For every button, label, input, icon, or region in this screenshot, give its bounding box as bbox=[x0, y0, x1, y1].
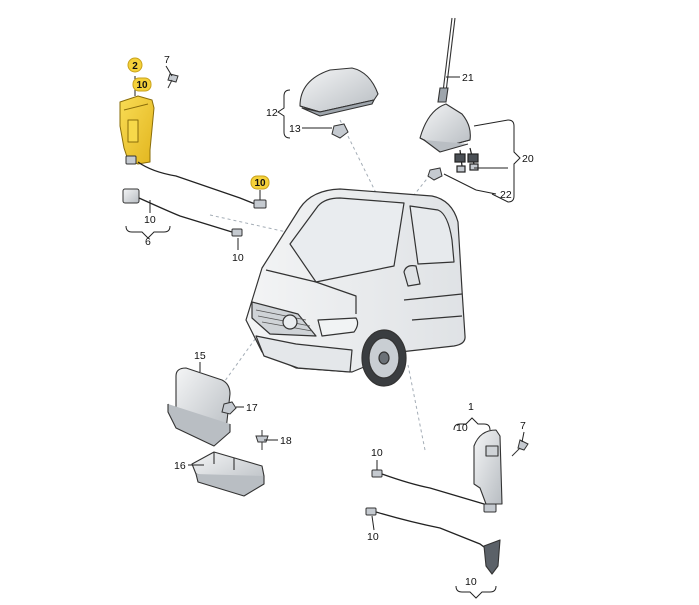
callout-lines bbox=[125, 65, 525, 599]
bracket-icon bbox=[119, 95, 155, 165]
callout-17: 17 bbox=[246, 402, 258, 414]
highlight-badge-10 bbox=[250, 175, 270, 190]
highlight-badge-2 bbox=[127, 57, 143, 73]
cable-icon bbox=[122, 188, 243, 237]
callout-labels: 2 10 7 10 10 6 10 12 13 21 20 22 15 17 1… bbox=[127, 54, 534, 588]
callout-10-cable6-end: 10 bbox=[232, 252, 244, 264]
callout-10-mid: 10 bbox=[254, 178, 266, 189]
connector-icon bbox=[365, 507, 377, 516]
callout-10-lower-a: 10 bbox=[371, 447, 383, 459]
connector-icon bbox=[483, 503, 497, 513]
cable-icon bbox=[375, 473, 493, 551]
callout-15: 15 bbox=[194, 350, 206, 362]
callout-22: 22 bbox=[500, 189, 512, 201]
bracket-icon bbox=[191, 451, 265, 497]
callout-18: 18 bbox=[280, 435, 292, 447]
cable-icon bbox=[454, 147, 479, 173]
amplifier-box-icon bbox=[167, 367, 231, 447]
nut-icon bbox=[331, 123, 349, 139]
screw-icon bbox=[511, 439, 529, 457]
connector-icon bbox=[371, 469, 383, 478]
bracket-icon bbox=[473, 429, 503, 505]
callout-7-top: 7 bbox=[164, 54, 170, 66]
bracket-icon bbox=[483, 539, 501, 575]
connector-icon bbox=[125, 155, 137, 165]
callout-20: 20 bbox=[522, 153, 534, 165]
callout-6: 6 bbox=[145, 236, 151, 248]
car-body-icon bbox=[245, 188, 466, 387]
callout-1: 1 bbox=[468, 401, 474, 413]
callout-10-bottom: 10 bbox=[465, 576, 477, 588]
highlight-badge-10 bbox=[132, 77, 152, 92]
callout-7-right: 7 bbox=[520, 420, 526, 432]
antenna-rod-icon bbox=[437, 17, 456, 103]
callout-10-cable6: 10 bbox=[144, 214, 156, 226]
roof-antenna-icon bbox=[299, 67, 379, 117]
callout-10-lower-b: 10 bbox=[367, 531, 379, 543]
connector-icon bbox=[253, 199, 267, 209]
callout-21: 21 bbox=[462, 72, 474, 84]
callout-12: 12 bbox=[266, 107, 278, 119]
fin-antenna-icon bbox=[419, 103, 471, 153]
cable-icon bbox=[137, 161, 256, 205]
callout-13: 13 bbox=[289, 123, 301, 135]
screw-icon bbox=[167, 73, 179, 89]
callout-10-bracket1: 10 bbox=[456, 422, 468, 434]
callout-10-top: 10 bbox=[136, 80, 148, 91]
callout-16: 16 bbox=[174, 460, 186, 472]
callout-2: 2 bbox=[132, 61, 138, 72]
nut-icon bbox=[427, 167, 443, 181]
nut-icon bbox=[221, 401, 237, 415]
